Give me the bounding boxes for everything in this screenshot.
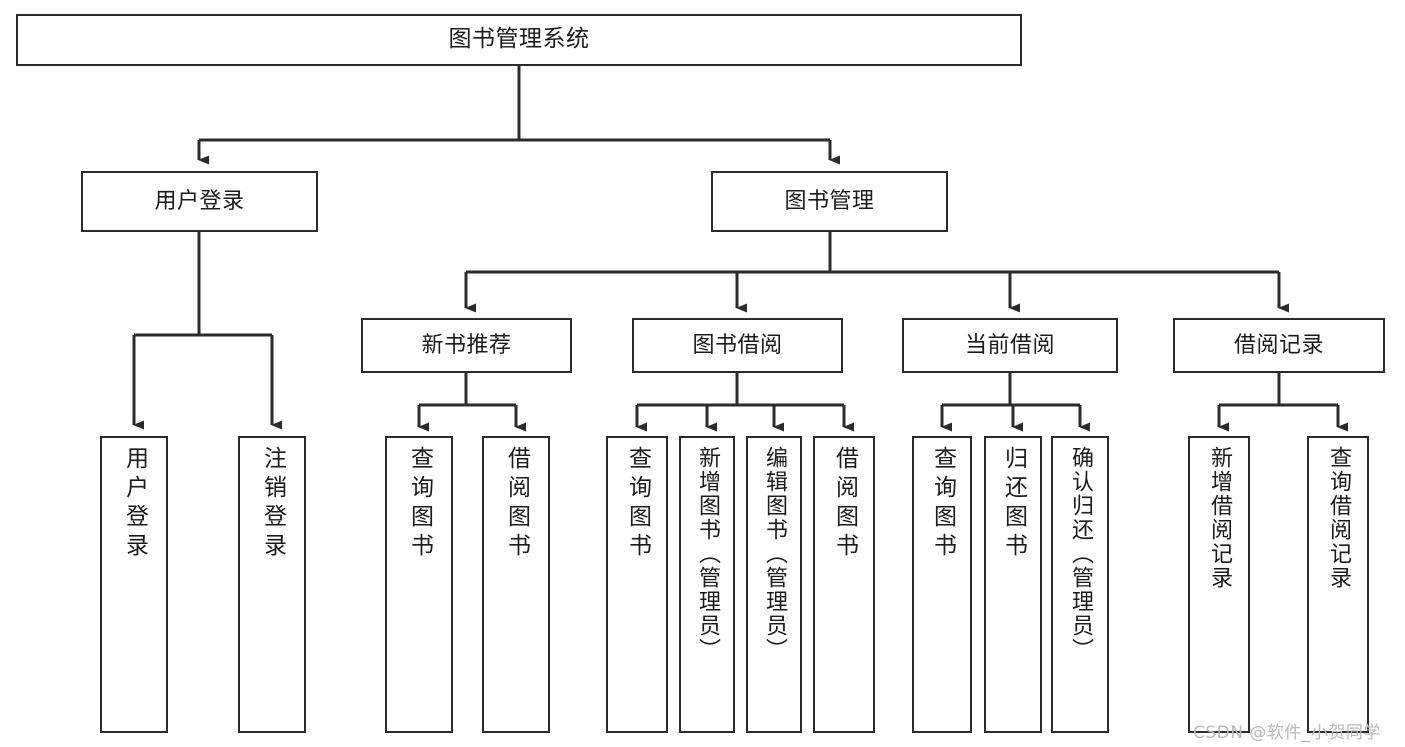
node-leaf-query-record[interactable]: 查询借阅记录: [1307, 436, 1369, 733]
node-leaf-confirm-return-label: 确认归还（管理员）: [1068, 446, 1093, 662]
node-leaf-query-book-3-label: 查询图书: [929, 446, 956, 562]
node-book-borrow[interactable]: 图书借阅: [632, 318, 843, 373]
node-book-borrow-label: 图书借阅: [692, 332, 783, 358]
node-leaf-query-book-3[interactable]: 查询图书: [912, 436, 972, 733]
node-current-borrow-label: 当前借阅: [964, 332, 1055, 358]
node-leaf-query-book-2[interactable]: 查询图书: [606, 436, 668, 733]
node-current-borrow[interactable]: 当前借阅: [902, 318, 1118, 373]
node-leaf-query-book-2-label: 查询图书: [624, 446, 651, 562]
node-root[interactable]: 图书管理系统: [16, 14, 1022, 66]
csdn-watermark: CSDN @软件_小贺同学: [1193, 723, 1381, 743]
node-new-book-recommend[interactable]: 新书推荐: [361, 318, 572, 373]
node-borrow-record[interactable]: 借阅记录: [1173, 318, 1385, 373]
node-user-login-label: 用户登录: [154, 188, 245, 214]
node-leaf-edit-book-label: 编辑图书（管理员）: [762, 446, 787, 662]
node-new-book-recommend-label: 新书推荐: [421, 332, 512, 358]
node-leaf-add-record-label: 新增借阅记录: [1207, 446, 1232, 590]
node-leaf-user-login[interactable]: 用户登录: [100, 436, 168, 733]
node-leaf-edit-book[interactable]: 编辑图书（管理员）: [746, 436, 802, 733]
node-leaf-user-login-label: 用户登录: [121, 446, 148, 562]
node-leaf-add-book[interactable]: 新增图书（管理员）: [679, 436, 735, 733]
node-leaf-return-book[interactable]: 归还图书: [984, 436, 1042, 733]
node-leaf-return-book-label: 归还图书: [1000, 446, 1027, 562]
node-leaf-add-book-label: 新增图书（管理员）: [695, 446, 720, 662]
node-book-manage[interactable]: 图书管理: [711, 171, 948, 232]
node-leaf-confirm-return[interactable]: 确认归还（管理员）: [1051, 436, 1109, 733]
node-leaf-borrow-book-2[interactable]: 借阅图书: [813, 436, 875, 733]
node-leaf-borrow-book-1[interactable]: 借阅图书: [482, 436, 550, 733]
node-leaf-borrow-book-1-label: 借阅图书: [503, 446, 530, 562]
node-borrow-record-label: 借阅记录: [1233, 332, 1324, 358]
node-root-label: 图书管理系统: [448, 26, 590, 53]
node-leaf-query-book-1-label: 查询图书: [406, 446, 433, 562]
node-leaf-query-book-1[interactable]: 查询图书: [385, 436, 453, 733]
node-book-manage-label: 图书管理: [784, 188, 875, 214]
node-user-login[interactable]: 用户登录: [81, 171, 318, 232]
node-leaf-query-record-label: 查询借阅记录: [1326, 446, 1351, 590]
node-leaf-borrow-book-2-label: 借阅图书: [831, 446, 858, 562]
node-leaf-logout[interactable]: 注销登录: [238, 436, 306, 733]
node-leaf-logout-label: 注销登录: [259, 446, 286, 562]
node-leaf-add-record[interactable]: 新增借阅记录: [1188, 436, 1250, 733]
